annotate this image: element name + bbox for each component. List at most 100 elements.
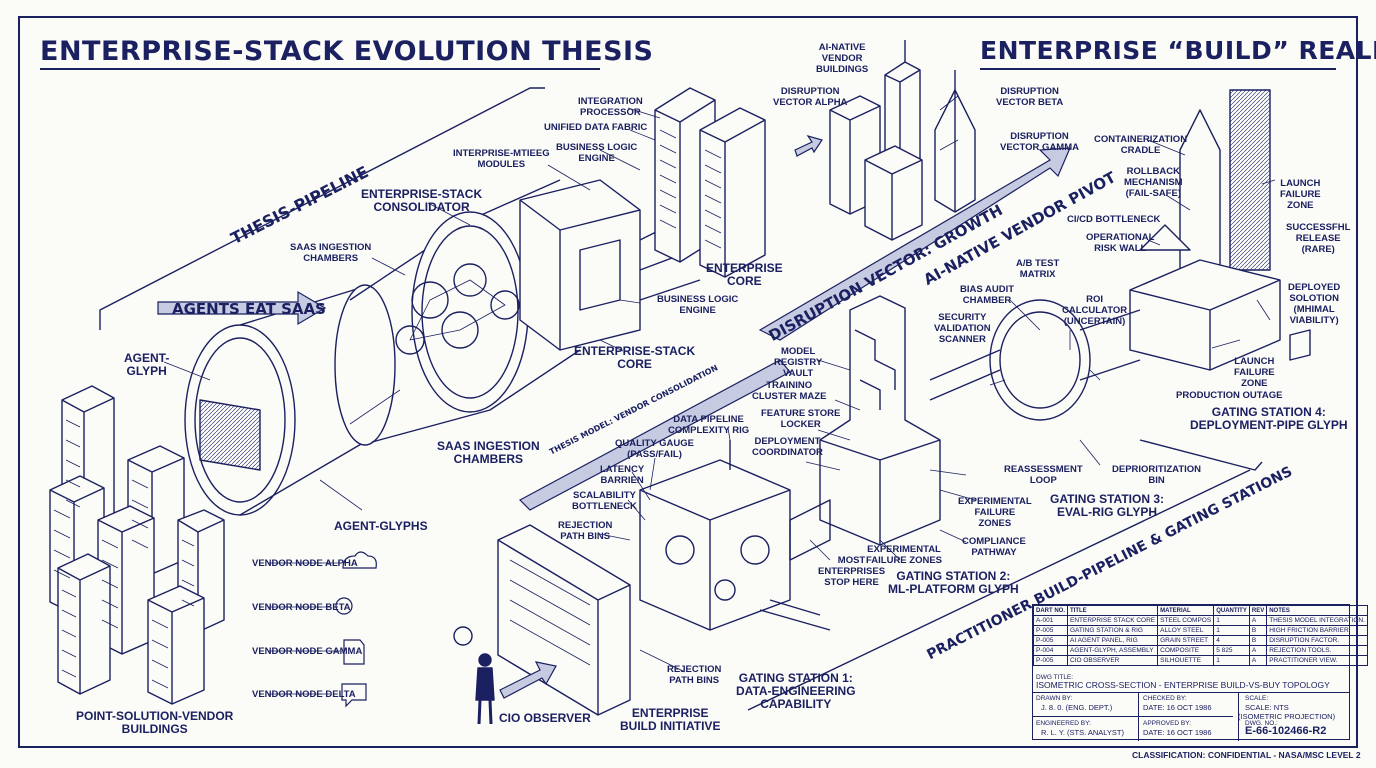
cell: P-005 <box>1033 625 1068 636</box>
cell: A-001 <box>1033 615 1068 626</box>
title-divider <box>1033 692 1349 693</box>
checked-date: DATE: 16 OCT 1986 <box>1143 703 1212 712</box>
label-rollback-mechanism: ROLLBACK MECHANISM (FAIL-SAFE) <box>1124 166 1183 199</box>
label-deployed-solution: DEPLOYED SOLOTION (MHIMAL VIABILITY) <box>1288 282 1341 326</box>
label-gating-station-2: GATING STATION 2: ML-PLATFORM GLYPH <box>888 569 1019 596</box>
label-data-pipeline-complexity-rig: DATA PIPELINE COMPLEXITY RIG <box>668 414 750 436</box>
label-disruption-vector-beta: DISRUPTION VECTOR BETA <box>996 86 1064 108</box>
cio-arrow <box>499 661 557 699</box>
label-agent-glyphs: AGENT-GLYPHS <box>334 519 428 533</box>
dwg-no: E-66-102466-R2 <box>1245 725 1327 737</box>
cell: P-005 <box>1033 655 1068 666</box>
label-business-logic-engine-bottom: BUSINESS LOGIC ENGINE <box>657 294 739 316</box>
title-block: DART NO. TITLE MATERIAL QUANTITY REV NOT… <box>1032 604 1368 741</box>
title-vline-2 <box>1238 692 1239 741</box>
cell: 1 <box>1213 615 1250 626</box>
label-saas-ingestion-chambers-bottom: SAAS INGESTION CHAMBERS <box>437 439 540 466</box>
cell: A <box>1248 655 1268 666</box>
label-enterprise-stack-consolidator: ENTERPRISE-STACK CONSOLIDATOR <box>361 187 483 214</box>
label-enterprise-modules: INTERPRISE-MTIEEG MODULES <box>453 148 550 170</box>
cloud-upload-icon <box>342 551 377 569</box>
label-operational-risk-wall: OPERATIONAL RISK WALL <box>1086 232 1155 254</box>
label-disruption-vector-alpha: DISRUPTION VECTOR ALPHA <box>773 86 848 108</box>
engineered-by-label: ENGINEERED BY: <box>1036 720 1091 727</box>
label-quality-gauge: QUALITY GAUGE (PASS/FAIL) <box>615 438 694 460</box>
label-experimental-failure-zones-mid: EXPERIMENTAL FAILURE ZONES <box>866 544 943 566</box>
cell: THESIS MODEL INTEGRATION. <box>1266 615 1368 626</box>
dwg-title-label: DWG TITLE: <box>1036 674 1074 681</box>
label-vendor-node-beta: VENDOR NODE BETA <box>252 602 351 613</box>
thesis-pipeline-bracket <box>99 87 545 330</box>
cell: 4 <box>1213 635 1250 646</box>
title-left: ENTERPRISE-STACK EVOLUTION THESIS <box>40 36 654 67</box>
cell: HIGH FRICTION BARRIER. <box>1266 625 1368 636</box>
drawn-by-label: DRAWN BY: <box>1036 695 1073 702</box>
label-feature-store-locker: FEATURE STORE LOCKER <box>761 408 841 430</box>
scale-label: SCALE: <box>1245 695 1269 702</box>
label-agent-glyph: AGENT- GLYPH <box>124 351 170 378</box>
title-vline-1 <box>1138 692 1139 741</box>
title-divider-2 <box>1033 716 1233 717</box>
label-deprioritization-bin: DEPRIORITIZATION BIN <box>1112 464 1202 486</box>
approved-by-label: APPROVED BY: <box>1143 720 1192 727</box>
title-right: ENTERPRISE “BUILD” REALITY <box>980 36 1376 65</box>
checked-by-label: CHECKED BY: <box>1143 695 1187 702</box>
label-launch-failure-zone-top: LAUNCH FAILURE ZONE <box>1280 178 1321 211</box>
title-right-underline <box>980 68 1336 70</box>
practitioner-bracket <box>747 469 1251 711</box>
dwg-no-label: DWG. NO.: <box>1245 720 1278 727</box>
label-vendor-node-gamma: VENDOR NODE GAMMA <box>252 646 363 657</box>
label-ai-native-vendor-buildings: AI-NATIVE VENDOR BUILDINGS <box>816 42 869 75</box>
chat-icon <box>341 683 367 708</box>
cio-observer-figure <box>453 626 495 725</box>
cell: B <box>1248 635 1268 646</box>
label-cio-observer: CIO OBSERVER <box>499 711 591 725</box>
cell: SILHOUETTE <box>1157 655 1215 666</box>
cell: GRAIN STREET <box>1157 635 1215 646</box>
cell: 1 <box>1213 655 1250 666</box>
classification: CLASSIFICATION: CONFIDENTIAL - NASA/MSC … <box>1132 750 1361 760</box>
label-compliance-pathway: COMPLIANCE PATHWAY <box>962 536 1026 558</box>
label-containerization-cradle: CONTAINERIZATION CRADLE <box>1094 134 1188 156</box>
label-deployment-coordinator: DEPLOYMENT COORDINATOR <box>752 436 823 458</box>
build-initiative-gate <box>497 524 631 716</box>
cell: AI AGENT PANEL, RIG <box>1066 635 1159 646</box>
label-bias-audit-chamber: BIAS AUDIT CHAMBER <box>960 284 1015 306</box>
label-ab-test-matrix: A/B TEST MATRIX <box>1016 258 1060 280</box>
label-integration-processor: INTEGRATION PROCESSOR <box>578 96 643 118</box>
title-left-underline <box>40 68 600 70</box>
col-notes: NOTES <box>1266 605 1368 616</box>
label-gating-station-3: GATING STATION 3: EVAL-RIG GLYPH <box>1050 492 1164 519</box>
label-disruption-vector-gamma: DISRUPTION VECTOR GAMMA <box>1000 131 1079 153</box>
label-enterprise-core: ENTERPRISE CORE <box>706 261 783 288</box>
vendor-arrow <box>794 134 823 157</box>
disruption-vector-arrow <box>758 147 1071 341</box>
label-experimental-failure-zones-right: EXPERIMENTAL FAILURE ZONES <box>958 496 1032 529</box>
gear-icon <box>335 597 353 615</box>
col-title: TITLE <box>1066 605 1159 616</box>
label-launch-failure-zone-bottom: LAUNCH FAILURE ZONE <box>1234 356 1275 389</box>
agents-eat-saas-label: AGENTS EAT SAAS <box>172 300 326 318</box>
label-cicd-bottleneck: CI/CD BOTTLENECK <box>1067 214 1161 225</box>
label-gating-station-1: GATING STATION 1: DATA-ENGINEERING CAPAB… <box>736 671 856 711</box>
label-vendor-node-delta: VENDOR NODE DELTA <box>252 689 356 700</box>
cell: P-005 <box>1033 635 1068 646</box>
label-successful-release: SUCCESSFHL RELEASE (RARE) <box>1286 222 1351 255</box>
thesis-model-arrow <box>519 359 791 511</box>
approved-date: DATE: 16 OCT 1986 <box>1143 728 1212 737</box>
cell: A <box>1248 615 1268 626</box>
label-saas-ingestion-chambers-top: SAAS INGESTION CHAMBERS <box>290 242 372 264</box>
label-business-logic-engine-top: BUSINESS LOGIC ENGINE <box>556 142 638 164</box>
label-most-enterprises-stop-here: MOST ENTERPRISES STOP HERE <box>818 555 886 588</box>
cell: 1 <box>1213 625 1250 636</box>
cell: REJECTION TOOLS. <box>1266 645 1368 656</box>
data-engineering-machine <box>639 440 831 631</box>
consolidator-cone <box>184 179 721 516</box>
label-roi-calculator: ROI CALCULATOR (UNCERTAIN) <box>1062 294 1128 327</box>
col-material: MATERIAL <box>1157 605 1215 616</box>
